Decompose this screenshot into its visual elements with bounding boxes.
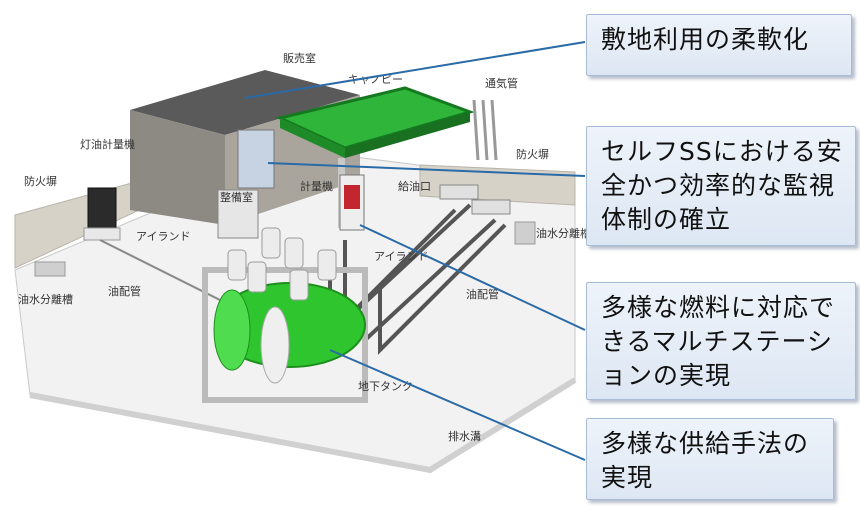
building-door <box>217 189 259 239</box>
vent-pipe-2 <box>481 99 489 161</box>
label-pipe-right: 油配管 <box>466 287 499 301</box>
vent-pipe-3 <box>490 99 498 161</box>
vent-pipe-1 <box>472 99 480 161</box>
leader-line-3 <box>359 224 586 331</box>
label-fire-wall-left: 防火塀 <box>24 174 57 188</box>
label-tank: 地下タンク <box>358 380 413 393</box>
label-canopy: キャノピー <box>348 73 403 86</box>
oil-separator-left-shape <box>34 261 66 277</box>
callout-self-ss-monitoring: セルフSSにおける安全かつ効率的な監視体制の確立 <box>586 126 856 246</box>
label-fire-wall-right: 防火塀 <box>516 147 549 161</box>
fill-port-box-2 <box>471 199 511 215</box>
oil-pipe-4 <box>378 223 507 355</box>
manholes <box>227 227 337 301</box>
drain-channel <box>29 377 577 474</box>
tank-1-end <box>213 289 251 371</box>
oil-separator-right-shape <box>514 221 536 245</box>
label-oil-separator-right: 油水分離槽 <box>536 226 591 240</box>
fill-port-box-1 <box>439 184 479 200</box>
label-meter: 計量機 <box>300 179 333 193</box>
leader-line-2 <box>267 162 586 177</box>
callout-multi-station: 多様な燃料に対応できるマルチステーションの実現 <box>586 282 856 400</box>
canopy-edge <box>280 118 345 158</box>
label-oil-separator-left: 油水分離槽 <box>18 292 73 306</box>
kerosene-meter-base <box>83 227 121 241</box>
tank-frame <box>202 267 368 403</box>
callout-supply-methods: 多様な供給手法の実現 <box>586 418 834 500</box>
sales-building-top <box>130 70 360 135</box>
label-kerosene-meter: 灯油計量機 <box>80 137 135 151</box>
label-island-left: アイランド <box>136 230 190 243</box>
canopy-edge-2 <box>345 112 470 158</box>
kerosene-meter-box <box>87 187 117 231</box>
building-window <box>237 129 275 189</box>
callout-site-flexibility: 敷地利用の柔軟化 <box>586 14 852 76</box>
label-fill-port: 給油口 <box>398 179 431 193</box>
leader-line-1 <box>244 41 586 99</box>
label-sales-room: 販売室 <box>283 51 316 65</box>
tank-2-end <box>260 306 290 384</box>
leader-line-4 <box>329 349 586 461</box>
label-office: 整備室 <box>220 190 253 204</box>
label-pipe-left: 油配管 <box>108 284 141 298</box>
dispenser-panel <box>344 185 360 209</box>
label-vent-pipe: 通気管 <box>485 76 518 90</box>
sales-building-front <box>130 110 225 225</box>
label-island-center: アイランド <box>374 250 428 263</box>
label-drain: 排水溝 <box>448 429 481 443</box>
